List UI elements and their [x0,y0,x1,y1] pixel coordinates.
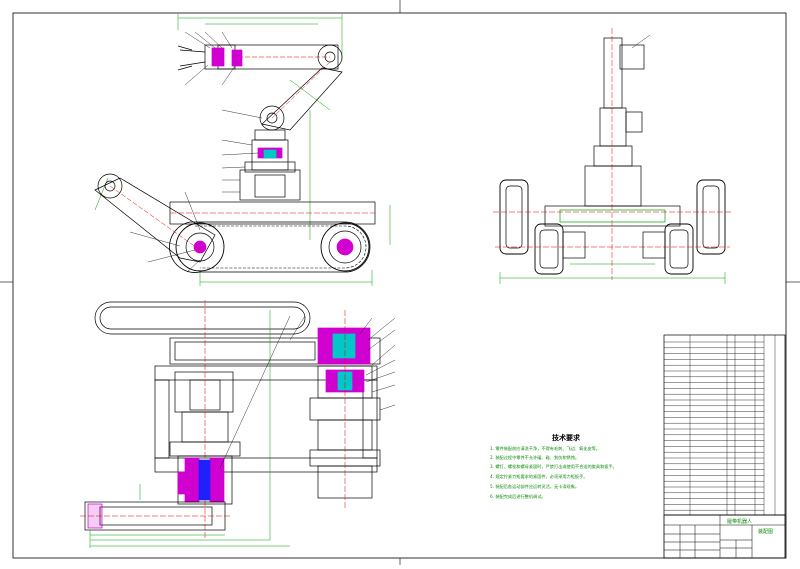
title-block-name: 履带机器人 [727,519,753,525]
technical-note-1: 1. 零件装配前应清洗干净，不得有毛刺、飞边、氧化皮等。 [490,446,601,451]
title-block [663,514,786,559]
technical-notes-title: 技术要求 [552,434,580,442]
title-block-code: 装配图 [758,529,774,535]
technical-note-6: 6. 装配完成后进行整机调试。 [490,494,546,499]
technical-note-5: 5. 装配后各运动部件应运转灵活，无卡滞现象。 [490,484,580,489]
side-view [94,14,391,286]
bom-table [663,334,786,516]
technical-note-3: 3. 螺钉、螺栓和螺母紧固时，严禁打击或使用不合适的旋具和扳手。 [490,464,617,469]
front-view [493,28,732,284]
section-view [80,300,396,548]
technical-note-2: 2. 装配过程中零件不允许磕、碰、划伤和锈蚀。 [490,455,580,460]
technical-note-4: 4. 规定拧紧力矩要求的紧固件，必须采用力矩扳手。 [490,474,588,479]
